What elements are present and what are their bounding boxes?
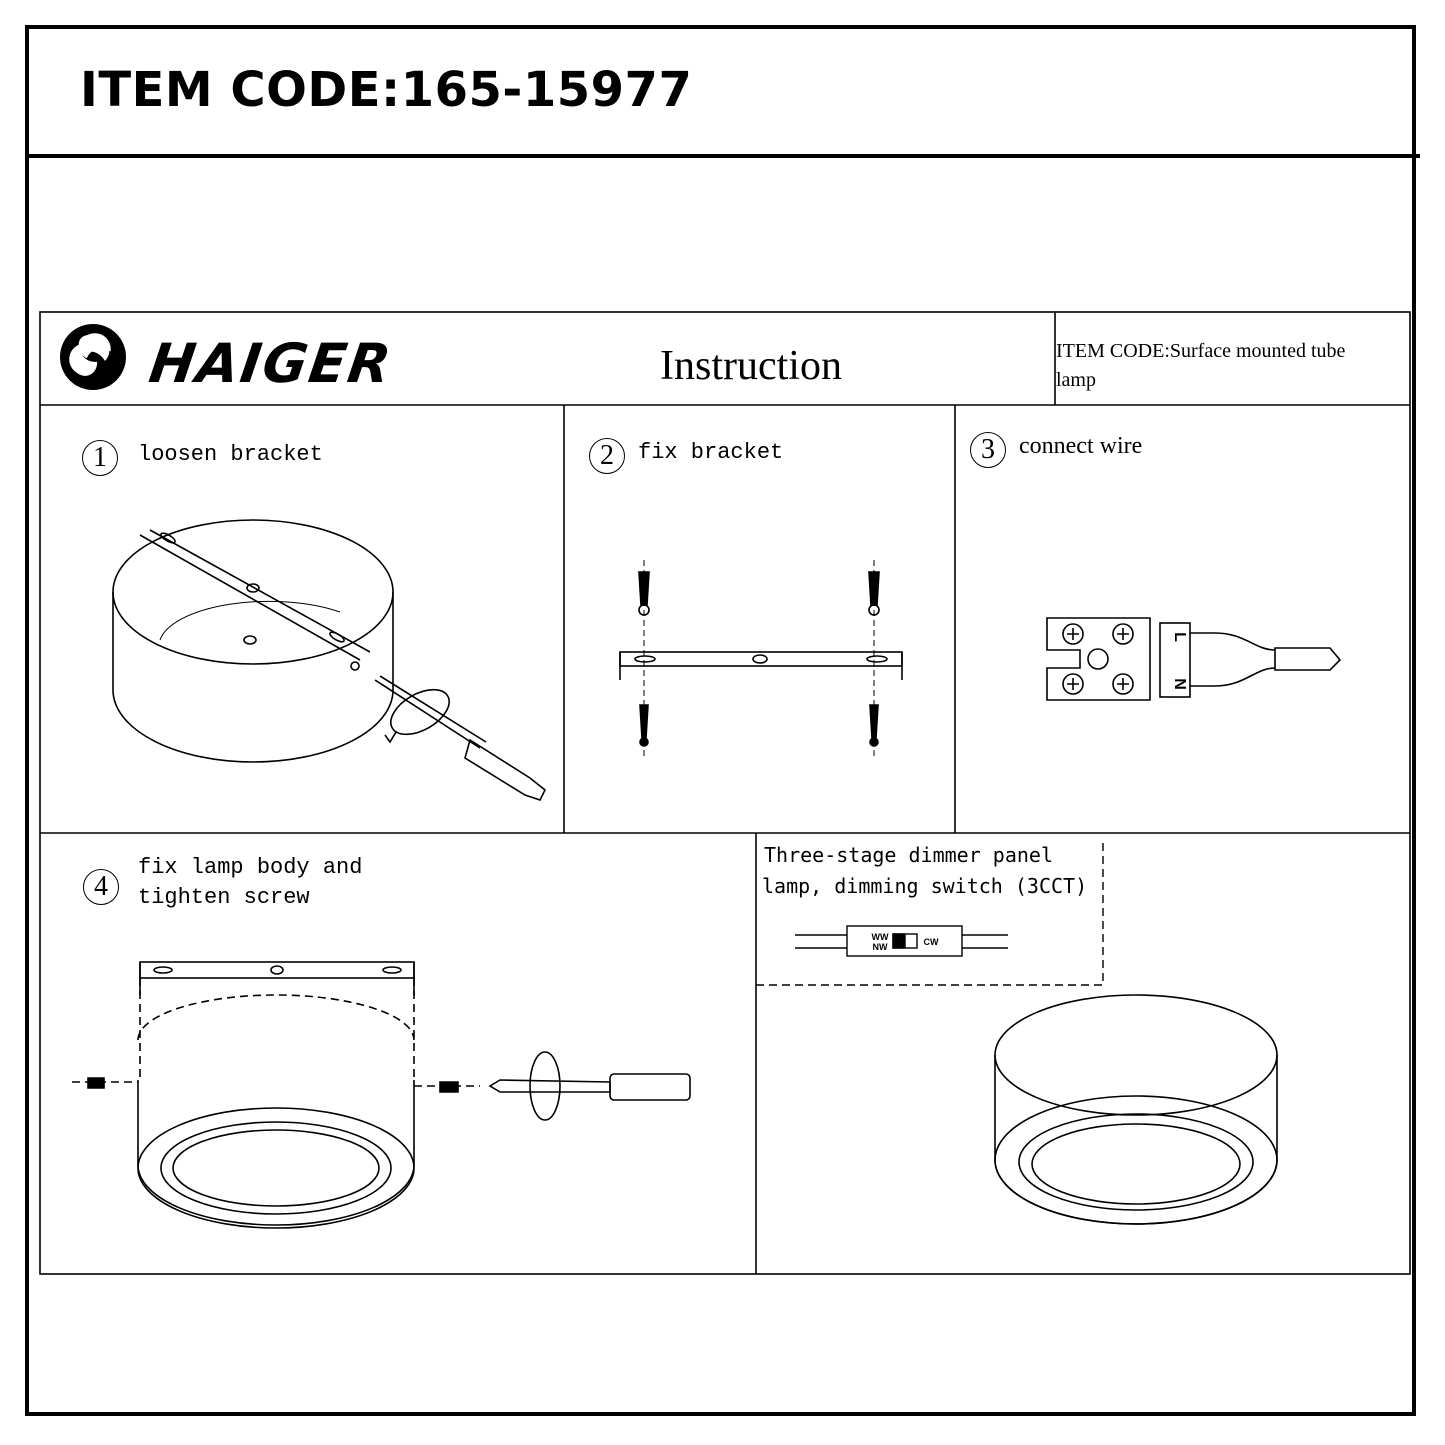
- switch-nw-label: NW: [873, 942, 888, 952]
- haiger-logo-icon: [60, 324, 126, 390]
- step1-illustration: [112, 519, 547, 801]
- step4-number: 4: [83, 869, 119, 905]
- step3-label: connect wire: [1019, 433, 1143, 459]
- dimmer-text-line2: lamp, dimming switch (3CCT): [762, 874, 1088, 898]
- instruction-title: Instruction: [660, 343, 842, 389]
- step1-number: 1: [82, 440, 118, 476]
- step2-illustration: [619, 560, 903, 760]
- step1-label: loosen bracket: [138, 442, 323, 467]
- dimmer-panel-box: [756, 838, 1104, 986]
- step3-terminal-block: [1046, 617, 1342, 701]
- step4-label-line1: fix lamp body and: [138, 855, 363, 880]
- brand-logo-text: HAIGER: [145, 332, 397, 395]
- switch-ww-label: WW: [872, 932, 889, 942]
- terminal-l-label: L: [1171, 632, 1188, 642]
- step4-illustration: [72, 961, 691, 1229]
- item-code-heading: ITEM CODE:165-15977: [80, 62, 693, 118]
- finished-lamp-illustration: [994, 994, 1278, 1225]
- instruction-box: [39, 311, 1411, 1275]
- step4-label-line2: tighten screw: [138, 885, 310, 910]
- dimmer-text-line1: Three-stage dimmer panel: [764, 843, 1053, 867]
- dimmer-switch-icon: [795, 925, 1008, 957]
- sheet-item-code-line2: lamp: [1056, 369, 1096, 391]
- step2-label: fix bracket: [638, 440, 784, 465]
- step3-number: 3: [970, 432, 1006, 468]
- switch-cw-label: CW: [924, 937, 939, 947]
- header-divider: [25, 154, 1420, 158]
- step2-number: 2: [589, 438, 625, 474]
- terminal-n-label: N: [1171, 678, 1188, 690]
- outer-frame: [25, 25, 1416, 1416]
- sheet-item-code-line1: ITEM CODE:Surface mounted tube: [1056, 340, 1346, 362]
